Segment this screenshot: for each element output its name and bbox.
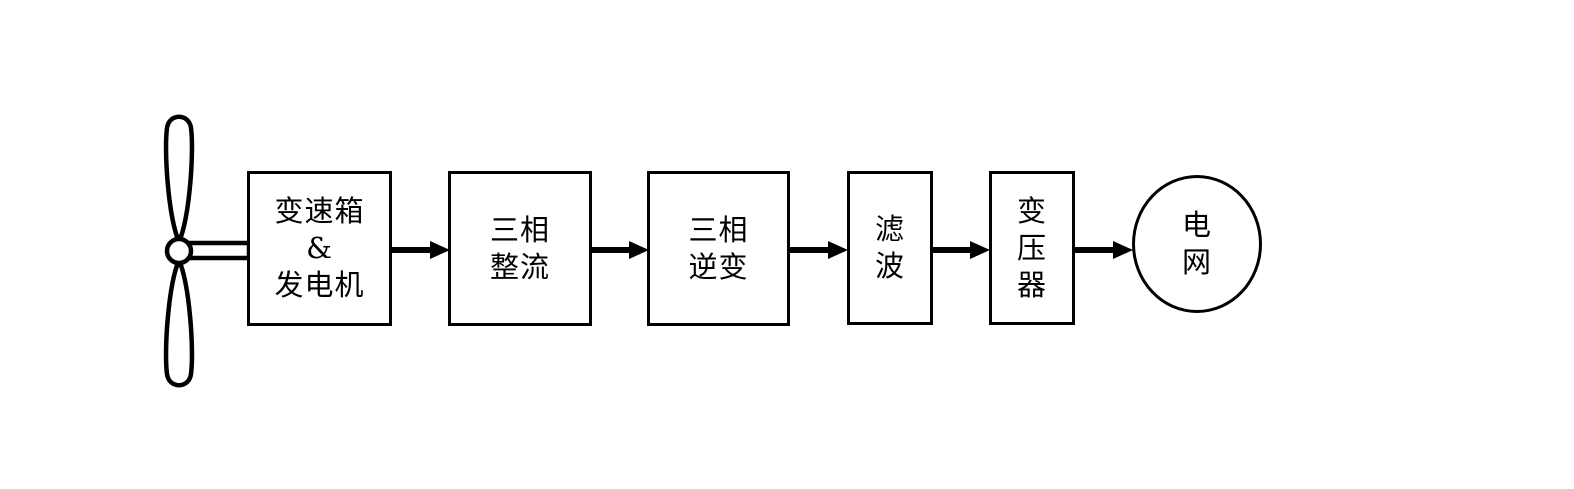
node-gearbox-generator: 变速箱 & 发电机 [247, 171, 392, 326]
arrow-gearbox-to-rectifier [392, 241, 450, 259]
node-power-grid-label: 电 网 [1181, 208, 1212, 279]
arrow-rectifier-to-inverter [592, 241, 649, 259]
node-filter: 滤 波 [847, 171, 933, 325]
node-transformer: 变 压 器 [989, 171, 1075, 325]
turbine-blade-top [163, 114, 195, 248]
arrow-filter-to-transformer [933, 241, 990, 259]
turbine-blade-bottom [163, 254, 195, 388]
node-three-phase-rectifier: 三相 整流 [448, 171, 592, 326]
node-power-grid: 电 网 [1132, 175, 1262, 313]
node-gearbox-generator-label: 变速箱 & 发电机 [274, 194, 365, 302]
turbine-hub [164, 236, 194, 266]
node-three-phase-inverter-label: 三相 逆变 [688, 212, 749, 284]
arrow-transformer-to-grid [1075, 241, 1133, 259]
node-transformer-label: 变 压 器 [1016, 193, 1047, 302]
node-three-phase-rectifier-label: 三相 整流 [489, 212, 550, 284]
node-filter-label: 滤 波 [874, 212, 905, 283]
turbine-shaft [183, 240, 252, 261]
node-three-phase-inverter: 三相 逆变 [647, 171, 790, 326]
arrow-inverter-to-filter [790, 241, 848, 259]
wind-turbine-icon [163, 114, 252, 388]
